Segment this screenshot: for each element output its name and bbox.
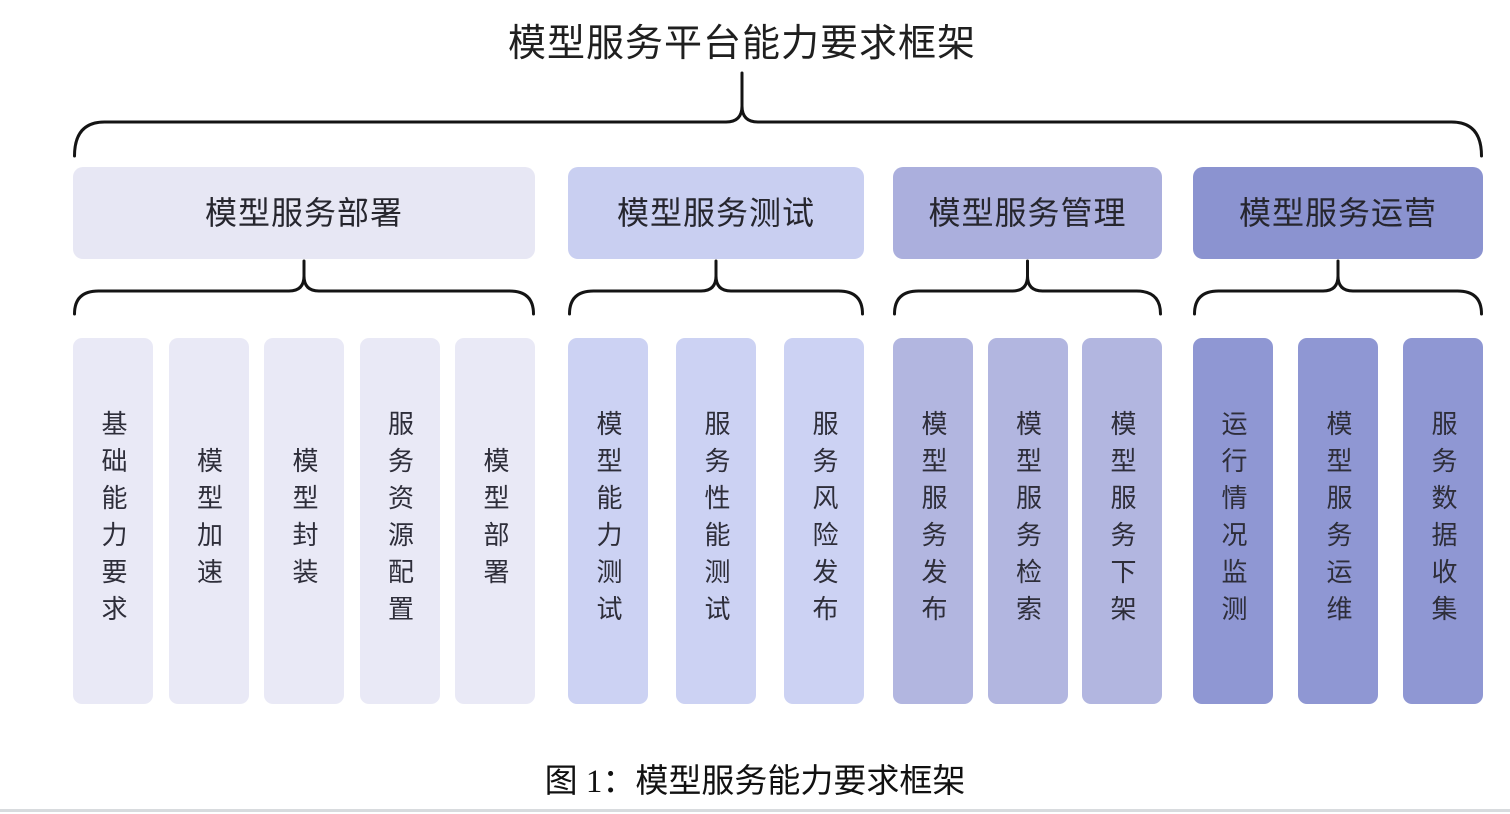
column-model-service-release: 模型服务发布 xyxy=(893,338,973,704)
column-label: 模型服务运维 xyxy=(1323,410,1353,632)
column-service-risk-release: 服务风险发布 xyxy=(784,338,864,704)
group-brace-management xyxy=(893,259,1162,316)
group-brace-testing xyxy=(568,259,864,316)
column-service-resource-config: 服务资源配置 xyxy=(359,338,440,704)
column-label: 服务性能测试 xyxy=(701,410,731,632)
column-label: 模型加速 xyxy=(193,447,224,595)
column-label: 模型服务发布 xyxy=(918,410,948,632)
column-model-acceleration: 模型加速 xyxy=(168,338,249,704)
column-model-service-retrieval: 模型服务检索 xyxy=(987,338,1068,704)
column-model-service-removal: 模型服务下架 xyxy=(1082,338,1162,704)
group-header-testing: 模型服务测试 xyxy=(568,167,864,259)
column-basic-capability: 基础能力要求 xyxy=(73,338,153,704)
group-brace-deployment xyxy=(73,259,535,316)
column-label: 模型封装 xyxy=(289,447,319,595)
column-label: 服务风险发布 xyxy=(809,410,839,632)
group-header-operations: 模型服务运营 xyxy=(1193,167,1483,259)
column-label: 基础能力要求 xyxy=(98,410,128,632)
column-label: 服务数据收集 xyxy=(1428,410,1458,632)
title-brace xyxy=(73,71,1483,158)
group-brace-operations xyxy=(1193,259,1483,316)
column-label: 运行情况监测 xyxy=(1218,410,1248,632)
figure-caption: 图 1：模型服务能力要求框架 xyxy=(544,764,966,800)
figure-title: 模型服务平台能力要求框架 xyxy=(507,23,977,65)
column-service-data-collection: 服务数据收集 xyxy=(1403,338,1483,704)
column-operation-monitoring: 运行情况监测 xyxy=(1193,338,1273,704)
column-model-capability-test: 模型能力测试 xyxy=(568,338,648,704)
column-label: 模型能力测试 xyxy=(593,410,623,632)
column-service-performance-test: 服务性能测试 xyxy=(676,338,756,704)
column-model-service-ops: 模型服务运维 xyxy=(1298,338,1378,704)
column-label: 模型服务下架 xyxy=(1107,410,1137,632)
column-model-packaging: 模型封装 xyxy=(264,338,344,704)
group-header-management: 模型服务管理 xyxy=(893,167,1162,259)
column-label: 服务资源配置 xyxy=(384,410,415,632)
column-label: 模型服务检索 xyxy=(1012,410,1043,632)
group-header-deployment: 模型服务部署 xyxy=(73,167,535,259)
column-model-deployment: 模型部署 xyxy=(455,338,535,704)
bottom-divider xyxy=(0,809,1510,812)
column-label: 模型部署 xyxy=(480,447,510,595)
